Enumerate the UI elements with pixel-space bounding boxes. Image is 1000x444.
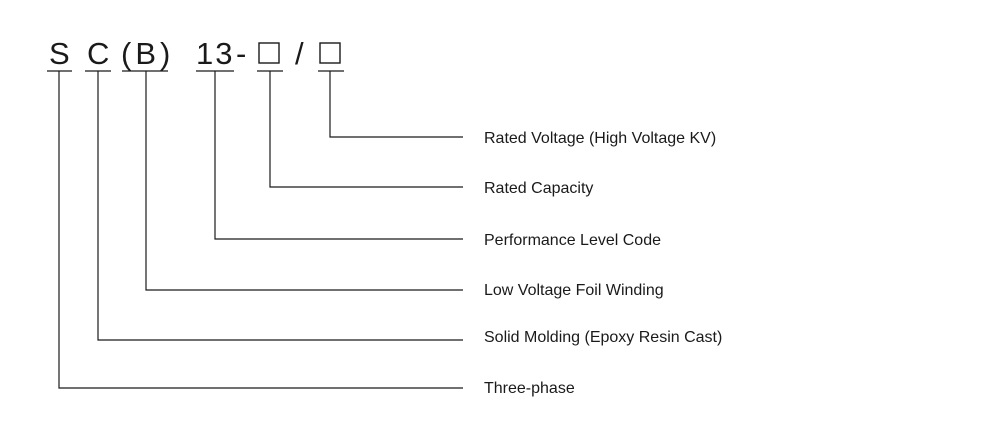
label-solid-molding: Solid Molding (Epoxy Resin Cast): [484, 329, 722, 346]
code-s: S: [49, 36, 70, 71]
code-slash: /: [295, 36, 304, 71]
leader-three-phase: [58, 71, 463, 389]
code-c: C: [87, 36, 109, 71]
leader-foil-winding: [145, 71, 463, 291]
leader-solid-molding: [97, 71, 463, 341]
leader-rated-voltage: [329, 71, 463, 138]
label-rated-capacity: Rated Capacity: [484, 180, 593, 197]
label-performance-level: Performance Level Code: [484, 232, 661, 249]
code-level: 13: [196, 36, 234, 71]
leader-performance-level: [214, 71, 463, 240]
code-b: (B): [121, 36, 174, 71]
label-three-phase: Three-phase: [484, 380, 575, 397]
code-dash: -: [236, 36, 246, 71]
capacity-placeholder-box: [258, 42, 280, 64]
leader-rated-capacity: [269, 71, 463, 188]
voltage-placeholder-box: [319, 42, 341, 64]
label-rated-voltage: Rated Voltage (High Voltage KV): [484, 130, 716, 147]
label-foil-winding: Low Voltage Foil Winding: [484, 282, 664, 299]
